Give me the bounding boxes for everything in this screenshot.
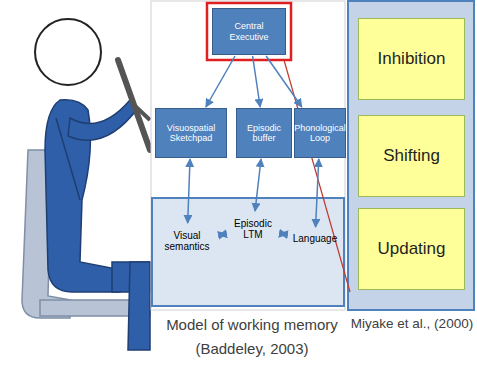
ltm-band: [152, 198, 344, 306]
function-box: Shifting: [358, 115, 465, 197]
node-label: Episodic LTM: [230, 218, 276, 241]
node-label: Inhibition: [377, 49, 445, 69]
driver-figure: [22, 19, 150, 350]
model-frame: [151, 1, 345, 310]
arrow-connector: [206, 56, 235, 107]
arrow-connector: [255, 159, 261, 211]
node-label: Episodic buffer: [239, 123, 289, 144]
highlight-box: [207, 3, 291, 60]
steering-column: [134, 105, 150, 120]
function-box: Inhibition: [358, 18, 465, 100]
caption-text: (Baddeley, 2003): [160, 340, 344, 357]
function-box: Updating: [358, 208, 465, 290]
ltm-text: Episodic LTM: [229, 214, 277, 244]
node-label: Language: [293, 233, 338, 245]
arrow-connector: [280, 233, 287, 234]
arrow-connector: [316, 159, 319, 227]
steering-wheel: [118, 60, 150, 150]
miyake-panel: [348, 1, 474, 310]
arrow-connector: [266, 56, 302, 107]
store-box: Phonological Loop: [294, 108, 346, 158]
executive-box: Central Executive: [212, 8, 286, 55]
arm: [68, 100, 138, 140]
store-box: Visuospatial Sketchpad: [155, 108, 227, 158]
store-box: Episodic buffer: [236, 108, 292, 158]
arrow-connector: [219, 234, 226, 235]
arrow-connector: [253, 56, 261, 107]
node-label: Phonological Loop: [294, 123, 346, 144]
ltm-text: Visual semantics: [158, 226, 216, 256]
node-label: Updating: [377, 239, 445, 259]
caption-text: Miyake et al., (2000): [348, 316, 476, 331]
head: [35, 19, 101, 85]
arrow-connector: [188, 159, 190, 223]
leg: [128, 262, 150, 350]
node-label: Shifting: [383, 146, 440, 166]
node-label: Visuospatial Sketchpad: [158, 123, 224, 144]
ltm-text: Language: [290, 230, 340, 248]
node-label: Visual semantics: [159, 230, 215, 253]
node-label: Central Executive: [215, 21, 283, 42]
seat-belt: [56, 118, 80, 200]
caption-text: Model of working memory: [160, 316, 344, 333]
